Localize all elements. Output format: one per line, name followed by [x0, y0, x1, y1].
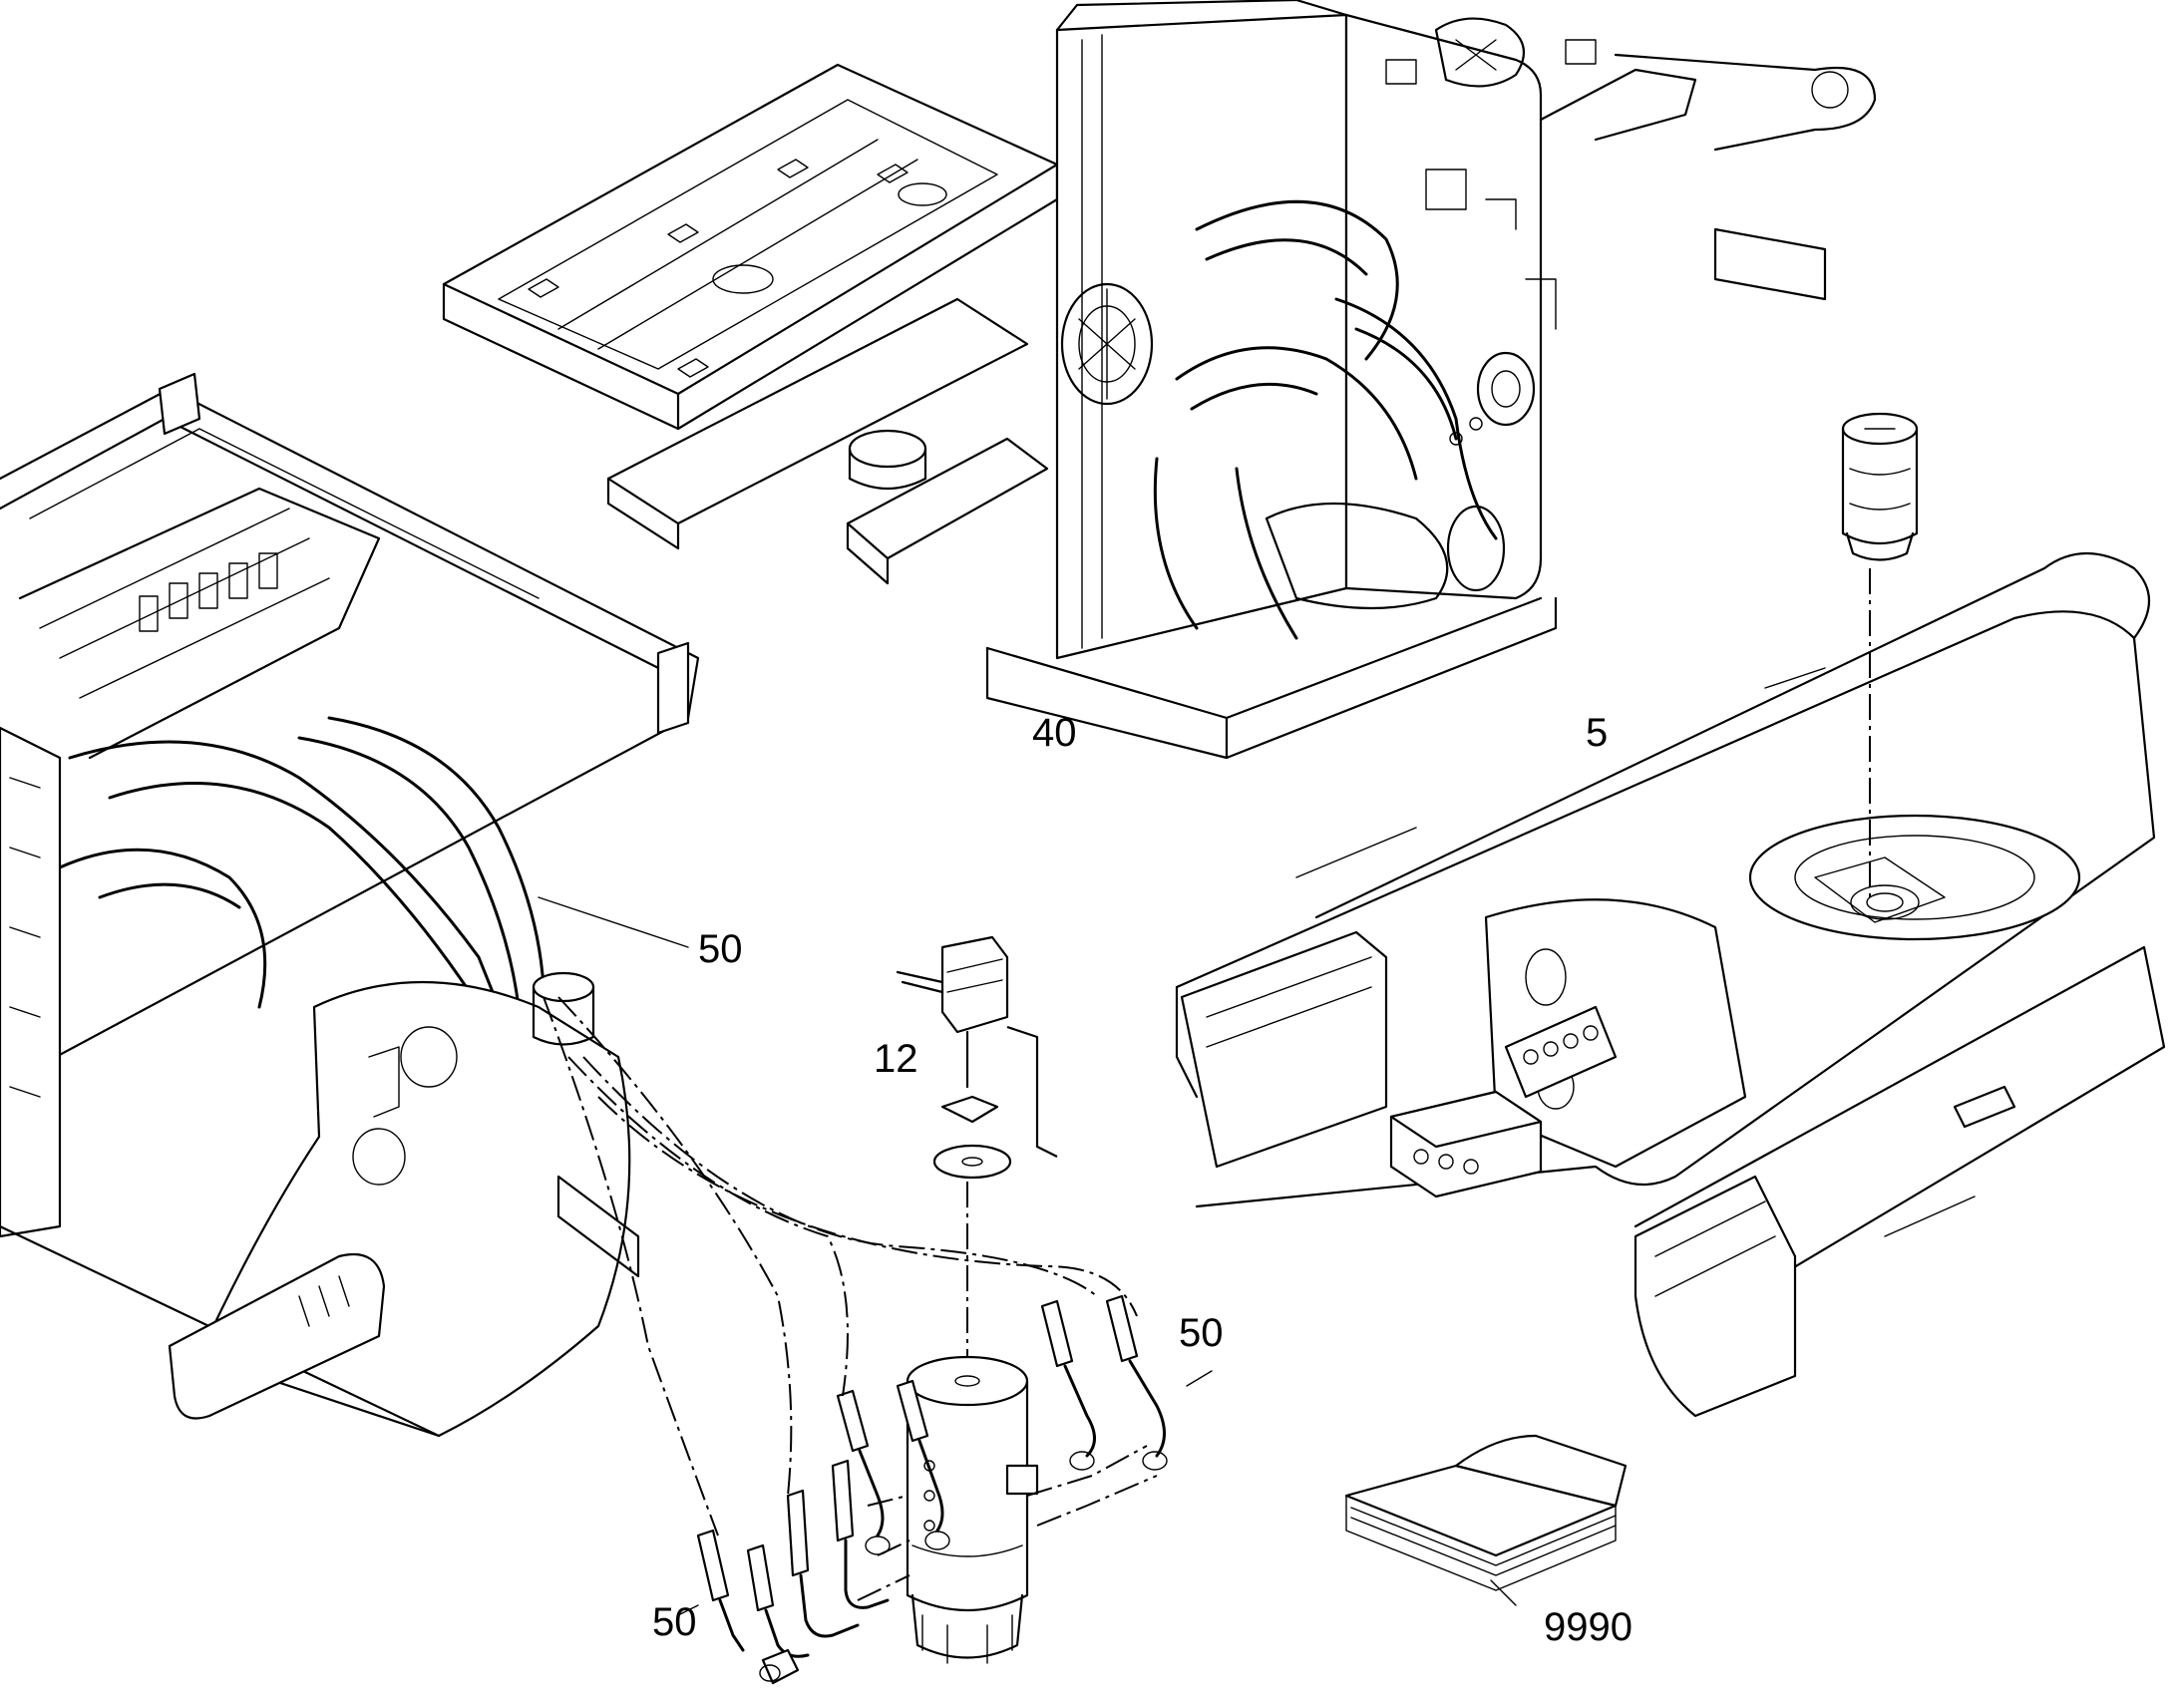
electrical-box	[1389, 1090, 1543, 1149]
swivel-joint-exploded	[906, 1355, 1039, 1664]
callout-50-upper: 50	[698, 927, 743, 971]
engine-hydraulic-block	[985, 0, 1877, 760]
rotation-sensor-part	[896, 935, 1058, 1366]
callout-5: 5	[1586, 711, 1608, 755]
undercarriage-frame	[1175, 552, 2166, 1418]
swivel-joint-part	[1841, 412, 1919, 897]
callout-12: 12	[874, 1037, 918, 1081]
callout-9990: 9990	[1544, 1605, 1633, 1649]
hose-set	[543, 996, 1168, 1685]
upper-frame-platform	[442, 63, 1059, 585]
callout-40: 40	[1032, 711, 1077, 755]
operator-manual-book	[1344, 1434, 1628, 1606]
callout-50-right: 50	[1179, 1311, 1224, 1355]
lower-frame-assembly	[0, 372, 700, 1438]
callout-50-lower: 50	[652, 1600, 697, 1644]
callout-leaders	[538, 896, 1213, 1616]
